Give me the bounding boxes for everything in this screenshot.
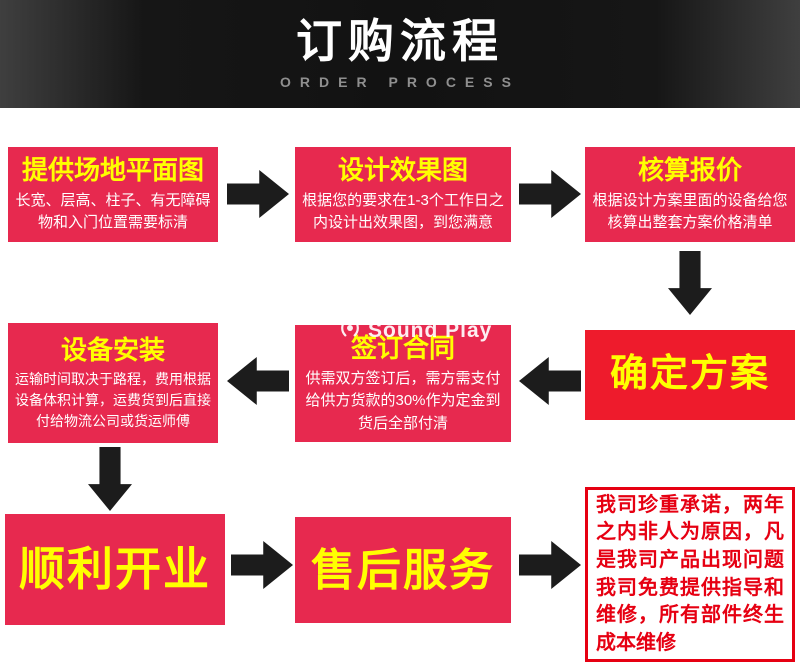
- step-title: 确定方案: [609, 353, 770, 396]
- step-box-opening: 顺利开业: [5, 514, 225, 625]
- step-box-after-sales: 售后服务: [295, 517, 511, 623]
- page-title: 订购流程: [296, 15, 504, 67]
- step-box-design: 设计效果图 根据您的要求在1-3个工作日之内设计出效果图，到您满意: [295, 147, 511, 242]
- arrow-right-design-to-quote: [519, 170, 581, 218]
- step-box-install: 设备安装 运输时间取决于路程，费用根据设备体积计算，运费货到后直接付给物流公司或…: [8, 323, 218, 443]
- step-title: 签订合同: [350, 333, 455, 363]
- step-body: 根据您的要求在1-3个工作日之内设计出效果图，到您满意: [302, 191, 504, 232]
- step-title: 设备安装: [60, 334, 165, 365]
- step-title: 顺利开业: [19, 542, 211, 595]
- arrow-left-confirm-to-contract: [519, 357, 581, 405]
- step-box-site-plan: 提供场地平面图 长宽、层高、柱子、有无障碍物和入门位置需要标清: [8, 147, 218, 242]
- step-title: 核算报价: [637, 155, 742, 186]
- arrow-left-contract-to-install: [227, 357, 289, 405]
- step-body: 供需双方签订后，需方需支付给供方货款的30%作为定金到货后全部付清: [305, 369, 501, 432]
- promise-box: 我司珍重承诺，两年之内非人为原因，凡是我司产品出现问题我司免费提供指导和维修，所…: [585, 487, 795, 662]
- step-box-contract: 签订合同 供需双方签订后，需方需支付给供方货款的30%作为定金到货后全部付清: [295, 325, 511, 442]
- step-title: 设计效果图: [337, 155, 468, 186]
- arrow-down-quote-to-confirm: [668, 251, 712, 315]
- step-box-quote: 核算报价 根据设计方案里面的设备给您核算出整套方案价格清单: [585, 147, 795, 242]
- arrow-down-install-to-opening: [88, 447, 132, 511]
- arrow-right-opening-to-aftersales: [231, 541, 293, 589]
- promise-text: 我司珍重承诺，两年之内非人为原因，凡是我司产品出现问题我司免费提供指导和维修，所…: [596, 493, 784, 654]
- arrow-right-site-to-design: [227, 170, 289, 218]
- step-title: 提供场地平面图: [21, 155, 204, 186]
- step-body: 根据设计方案里面的设备给您核算出整套方案价格清单: [592, 191, 788, 232]
- step-body: 长宽、层高、柱子、有无障碍物和入门位置需要标清: [15, 191, 211, 232]
- step-body: 运输时间取决于路程，费用根据设备体积计算，运费货到后直接付给物流公司或货运师傅: [15, 371, 211, 430]
- step-title: 售后服务: [311, 545, 495, 595]
- header-banner: 订购流程 ORDER PROCESS: [0, 0, 800, 108]
- step-box-confirm: 确定方案: [585, 330, 795, 420]
- arrow-right-aftersales-to-promise: [519, 541, 581, 589]
- page-subtitle: ORDER PROCESS: [280, 74, 520, 90]
